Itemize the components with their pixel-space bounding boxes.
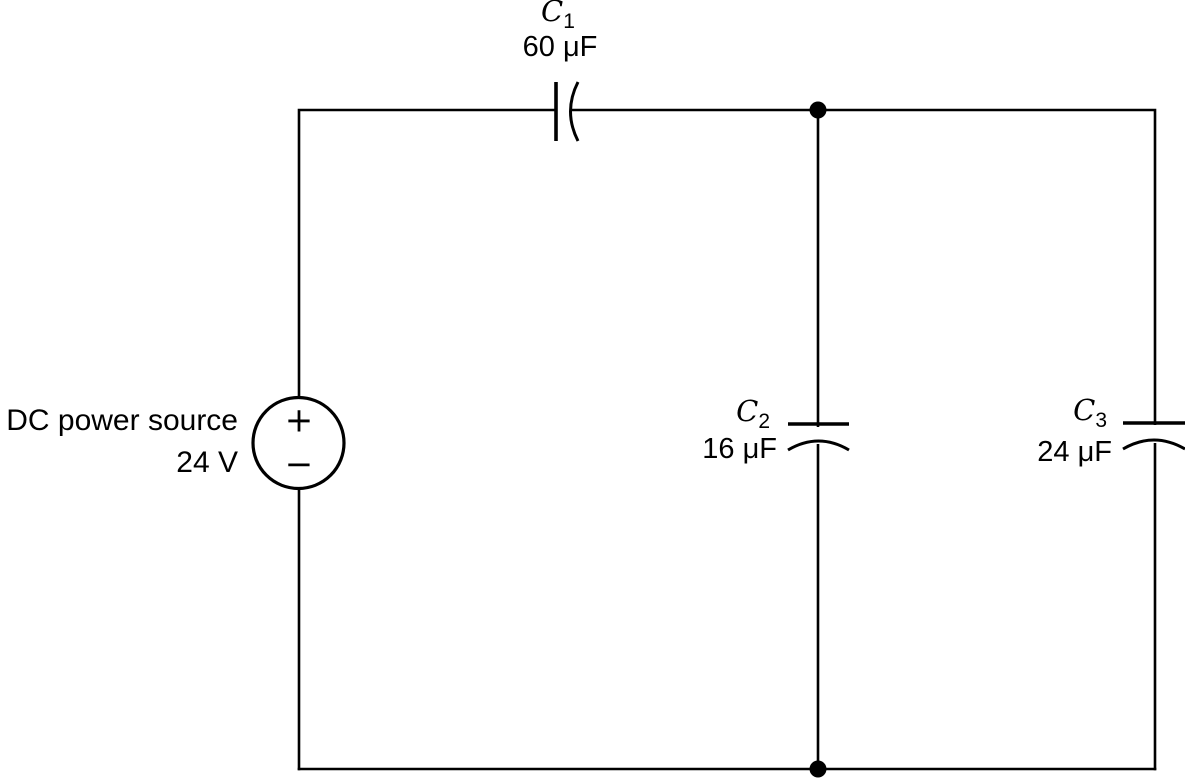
- capacitor-c2: C2 16 μF: [702, 394, 850, 465]
- junction-dot-bottom: [809, 760, 827, 778]
- capacitor-c1-plate-curved: [569, 81, 580, 142]
- capacitor-c2-plate-curved: [787, 439, 850, 452]
- capacitor-c3-value: 24 μF: [1037, 436, 1112, 468]
- minus-symbol: −: [285, 445, 314, 485]
- dc-source-voltage: 24 V: [176, 446, 238, 479]
- capacitor-c3: C3 24 μF: [1037, 393, 1185, 468]
- dc-power-source: + − DC power source 24 V: [6, 395, 346, 491]
- capacitor-c3-name: C3: [1073, 393, 1107, 432]
- capacitor-c3-plate-curved: [1122, 438, 1185, 451]
- dc-source-label: DC power source: [6, 404, 238, 437]
- wire-top-left: [297, 108, 556, 398]
- capacitor-c1: C1 60 μF: [523, 0, 598, 142]
- capacitor-c1-name: C1: [541, 0, 575, 33]
- circuit-wires: [297, 108, 1157, 771]
- capacitor-c2-name: C2: [736, 394, 770, 433]
- capacitor-c1-value: 60 μF: [523, 31, 598, 63]
- dc-source-circle: [251, 395, 346, 491]
- wire-top-right: [572, 108, 1157, 425]
- junction-dot-top: [809, 101, 827, 119]
- capacitor-c2-value: 16 μF: [702, 433, 777, 465]
- plus-symbol: +: [285, 401, 314, 441]
